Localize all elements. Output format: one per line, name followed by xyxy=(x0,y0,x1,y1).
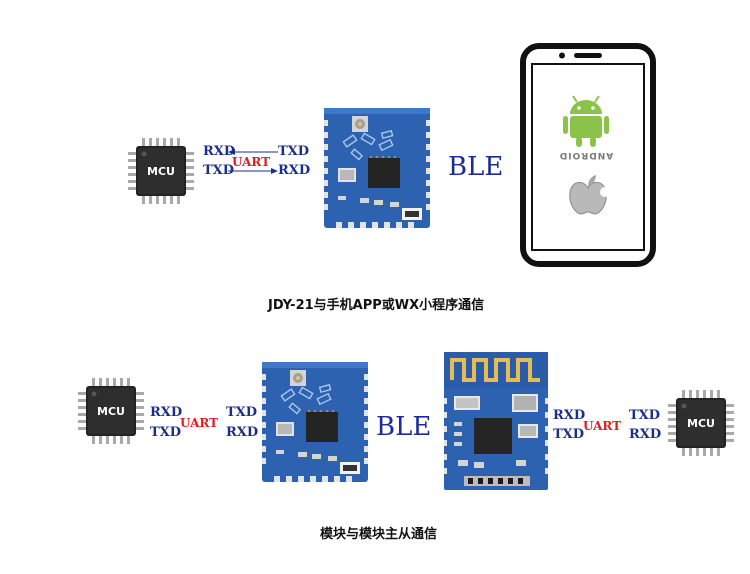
bottom-diagram-caption: 模块与模块主从通信 xyxy=(320,527,438,542)
left-txd-label: TXD xyxy=(150,425,182,440)
module-rxd-label: RXD xyxy=(278,163,311,178)
ble-module-image xyxy=(442,350,550,492)
jdy21-module-image xyxy=(261,361,369,483)
mcu-chip-right: MCU xyxy=(668,390,734,456)
smartphone-image: ANDROID xyxy=(518,42,658,268)
android-icon xyxy=(563,95,609,147)
right-uart-label: UART xyxy=(583,419,622,433)
smartphone-icon: ANDROID xyxy=(520,43,656,267)
txd-label: TXD xyxy=(203,163,235,178)
mcu-chip-icon: MCU xyxy=(668,390,734,456)
jdy21-module-icon xyxy=(323,107,431,229)
mcu-chip-left: MCU xyxy=(78,378,144,444)
ble-label: BLE xyxy=(376,412,432,442)
android-wordmark: ANDROID xyxy=(559,150,613,160)
jdy21-module-image xyxy=(323,107,431,229)
left-module-txd-label: TXD xyxy=(226,405,258,420)
right-rxd-label: RXD xyxy=(629,427,662,442)
left-module-rxd-label: RXD xyxy=(226,425,259,440)
top-diagram-caption: JDY-21与手机APP或WX小程序通信 xyxy=(268,298,485,313)
mcu-chip-top: MCU xyxy=(128,138,194,204)
jdy21-module-icon xyxy=(261,361,369,483)
right-module-rxd-label: RXD xyxy=(553,408,586,423)
right-txd-label: TXD xyxy=(629,408,661,423)
mcu-chip-label: MCU xyxy=(97,405,125,418)
ble-label: BLE xyxy=(448,152,504,182)
uart-arrows-icon xyxy=(228,149,278,174)
apple-icon xyxy=(569,175,610,215)
rxd-label: RXD xyxy=(203,144,236,159)
left-uart-label: UART xyxy=(180,416,219,430)
mcu-chip-label: MCU xyxy=(687,417,715,430)
mcu-chip-icon: MCU xyxy=(78,378,144,444)
uart-label: UART xyxy=(232,155,271,169)
mcu-chip-label: MCU xyxy=(147,165,175,178)
module-txd-label: TXD xyxy=(278,144,310,159)
right-module-txd-label: TXD xyxy=(553,427,585,442)
ble-module-icon xyxy=(442,350,550,492)
left-rxd-label: RXD xyxy=(150,405,183,420)
mcu-chip-icon: MCU xyxy=(128,138,194,204)
